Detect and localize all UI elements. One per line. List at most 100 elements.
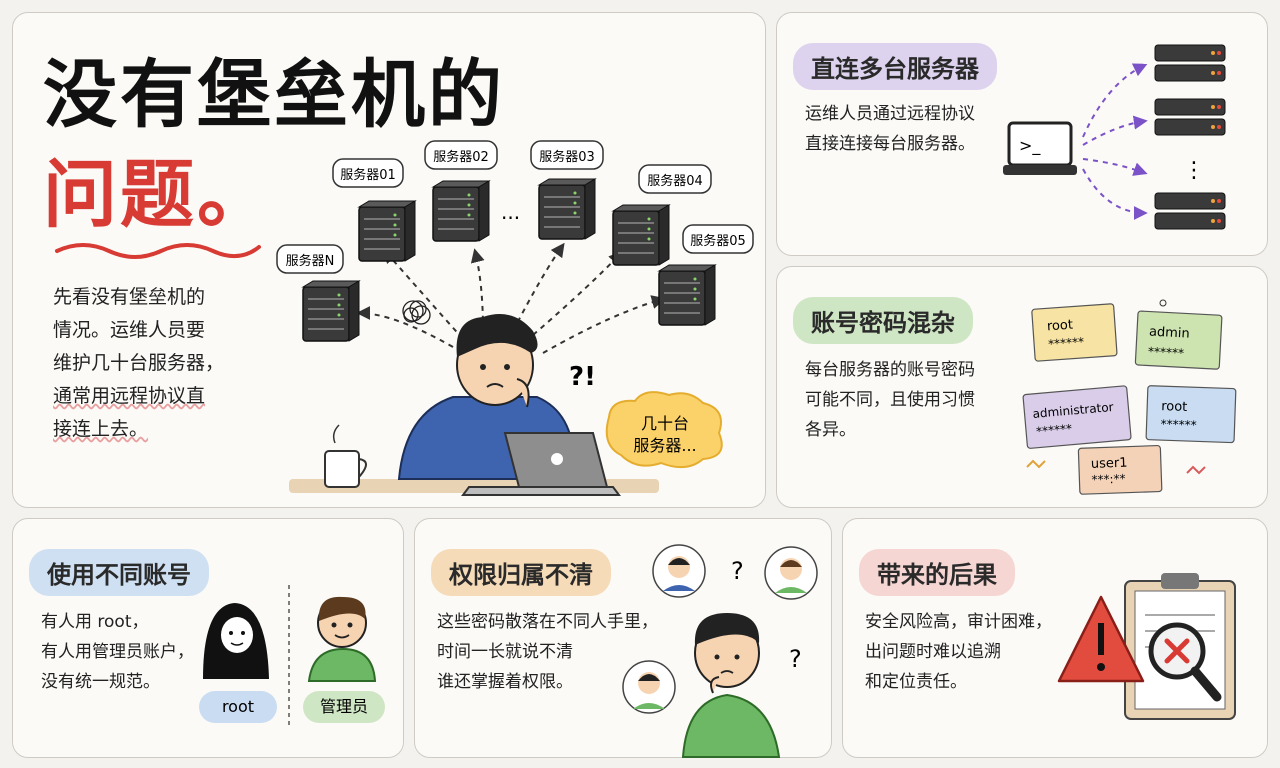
unclear-ownership-illustration: ? ? xyxy=(622,544,818,758)
server-label: 服务器05 xyxy=(690,233,746,249)
hero-title-line1: 没有堡垒机的 xyxy=(43,52,505,138)
consequence-illustration xyxy=(1057,573,1236,720)
card-user: user1 xyxy=(1091,456,1128,472)
direct-connect-text: 运维人员通过远程协议 直接连接每台服务器。 xyxy=(805,99,975,159)
text-line: 安全风险高，审计困难， xyxy=(865,612,1052,632)
credential-card: admin ****** xyxy=(1134,310,1223,370)
terminal-prompt: >_ xyxy=(1019,136,1041,156)
server-icon xyxy=(432,180,490,242)
hero-description-line: 通常用远程协议直 xyxy=(53,385,206,407)
server-rack-icon xyxy=(1154,192,1226,230)
text-line: 时间一长就说不清 xyxy=(437,642,573,662)
text-line: 谁还掌握着权限。 xyxy=(437,672,573,692)
user-bubble-avatar xyxy=(622,660,676,714)
card-pass: ***:** xyxy=(1091,472,1126,487)
text-line: 各异。 xyxy=(805,420,856,440)
ellipsis: ... xyxy=(501,200,520,224)
unclear-ownership-text: 这些密码散落在不同人手里， 时间一长就说不清 谁还掌握着权限。 xyxy=(437,607,658,697)
consequence-text: 安全风险高，审计困难， 出问题时难以追溯 和定位责任。 xyxy=(865,607,1052,697)
cloud-text-line: 服务器... xyxy=(633,436,696,455)
credential-card-bg xyxy=(1022,385,1132,449)
text-line: 直接连接每台服务器。 xyxy=(805,134,975,154)
server-label: 服务器03 xyxy=(539,149,595,165)
consequence-heading: 带来的后果 xyxy=(859,549,1015,596)
direct-connect-panel: 直连多台服务器 运维人员通过远程协议 直接连接每台服务器。 >_ xyxy=(776,12,1268,256)
credential-card: root ****** xyxy=(1145,385,1237,444)
card-pass: ****** xyxy=(1036,422,1073,439)
text-line: 运维人员通过远程协议 xyxy=(805,104,975,124)
different-accounts-illustration: root 管理员 xyxy=(199,585,385,725)
server-label: 服务器02 xyxy=(433,149,489,165)
server-label: 服务器01 xyxy=(340,167,396,183)
credential-card-bg xyxy=(1077,444,1163,495)
consequence-panel: 带来的后果 安全风险高，审计困难， 出问题时难以追溯 和定位责任。 xyxy=(842,518,1268,758)
text-line: 没有统一规范。 xyxy=(41,672,160,692)
root-tag: root xyxy=(222,697,254,716)
text-line: 有人用管理员账户， xyxy=(41,642,194,662)
text-line: 可能不同，且使用习惯 xyxy=(805,390,975,410)
hero-illustration: 服务器01 服务器02 服务器03 服务器04 服务器05 服务器N ... xyxy=(276,140,754,496)
admin-user-avatar xyxy=(307,596,377,682)
user-bubble-avatar xyxy=(652,544,706,598)
server-icon xyxy=(302,280,360,342)
text-line: 出问题时难以追溯 xyxy=(865,642,1001,662)
hero-description: 先看没有堡垒机的 情况。运维人员要 维护几十台服务器， 通常用远程协议直 接连上… xyxy=(53,281,224,446)
different-accounts-text: 有人用 root， 有人用管理员账户， 没有统一规范。 xyxy=(41,607,194,697)
direct-connect-illustration: >_ ⋮ xyxy=(1003,44,1226,230)
unclear-ownership-panel: 权限归属不清 这些密码散落在不同人手里， 时间一长就说不清 谁还掌握着权限。 xyxy=(414,518,832,758)
admin-tag: 管理员 xyxy=(320,697,368,716)
server-icon xyxy=(358,200,416,262)
card-pass: ****** xyxy=(1048,335,1085,351)
text-line: 这些密码散落在不同人手里， xyxy=(437,612,658,632)
card-user: root xyxy=(1161,399,1188,415)
server-icon xyxy=(612,204,670,266)
hero-description-line: 先看没有堡垒机的 xyxy=(53,286,206,308)
server-label: 服务器N xyxy=(286,253,335,269)
server-label: 服务器04 xyxy=(647,173,703,189)
direct-connect-heading: 直连多台服务器 xyxy=(793,43,997,90)
credential-card: user1 ***:** xyxy=(1077,444,1163,495)
different-accounts-panel: 使用不同账号 有人用 root， 有人用管理员账户， 没有统一规范。 root … xyxy=(12,518,404,758)
terminal-laptop-icon: >_ xyxy=(1003,121,1077,175)
credential-card-bg xyxy=(1145,385,1237,444)
card-pass: ****** xyxy=(1148,345,1185,361)
server-rack-icon xyxy=(1154,98,1226,136)
mixed-accounts-panel: 账号密码混杂 每台服务器的账号密码 可能不同，且使用习惯 各异。 root **… xyxy=(776,266,1268,508)
thinking-person-illustration xyxy=(681,613,781,758)
thought-cloud xyxy=(605,391,723,469)
warning-triangle-icon xyxy=(1057,595,1145,683)
card-pass: ****** xyxy=(1160,417,1196,432)
user-bubble-avatar xyxy=(764,546,818,600)
laptop-icon xyxy=(461,432,621,496)
magnifier-with-x-icon xyxy=(1148,622,1222,702)
credential-cards-illustration: root ****** admin ****** administrator *… xyxy=(1022,299,1237,495)
hero-description-line: 情况。运维人员要 xyxy=(53,319,206,341)
different-accounts-heading: 使用不同账号 xyxy=(29,549,209,596)
coffee-mug-icon xyxy=(324,424,367,488)
server-icon xyxy=(538,178,596,240)
question-mark: ? xyxy=(789,645,802,673)
card-user: admin xyxy=(1149,325,1190,342)
unclear-ownership-heading: 权限归属不清 xyxy=(431,549,611,596)
credential-card-bg xyxy=(1134,310,1223,370)
question-exclaim-mark: ?! xyxy=(569,362,596,392)
text-line: 有人用 root， xyxy=(41,612,149,632)
hero-description-line: 维护几十台服务器， xyxy=(53,352,225,374)
credential-card: root ****** xyxy=(1031,303,1118,362)
text-line: 和定位责任。 xyxy=(865,672,967,692)
mixed-accounts-heading: 账号密码混杂 xyxy=(793,297,973,344)
vertical-ellipsis: ⋮ xyxy=(1183,158,1205,183)
text-line: 每台服务器的账号密码 xyxy=(805,360,975,380)
question-mark: ? xyxy=(731,557,744,585)
credential-card: administrator ****** xyxy=(1022,385,1132,449)
cloud-text-line: 几十台 xyxy=(641,414,689,433)
confusion-scribble-icon xyxy=(402,300,431,325)
hooded-anonymous-user-icon xyxy=(203,603,269,679)
card-user: root xyxy=(1046,318,1073,335)
server-rack-icon xyxy=(1154,44,1226,82)
hero-title-line2: 问题。 xyxy=(43,152,274,238)
server-icon xyxy=(658,264,716,326)
hero-panel: 没有堡垒机的 问题。 先看没有堡垒机的 情况。运维人员要 维护几十台服务器， 通… xyxy=(12,12,766,508)
mixed-accounts-text: 每台服务器的账号密码 可能不同，且使用习惯 各异。 xyxy=(805,355,975,445)
credential-card-bg xyxy=(1031,303,1118,362)
